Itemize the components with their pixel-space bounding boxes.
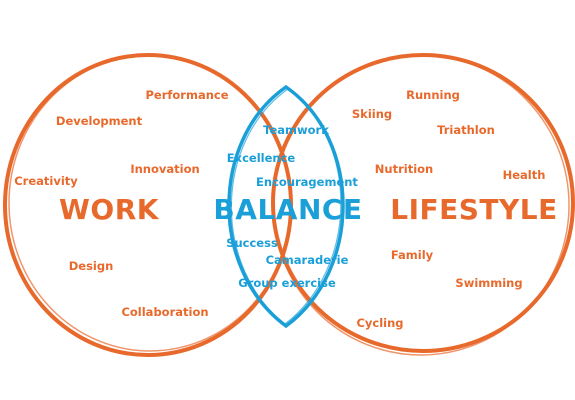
lifestyle-term-health: Health [502,168,546,182]
lifestyle-circle-sketch [272,54,570,356]
lifestyle-term-running: Running [406,88,460,102]
work-term-design: Design [68,259,114,273]
balance-heading: BALANCE [213,193,363,226]
balance-term-camaraderie: Camaraderie [265,253,349,267]
lifestyle-term-triathlon: Triathlon [437,123,495,137]
balance-lens [227,84,345,329]
balance-term-excellence: Excellence [226,151,296,165]
lifestyle-term-cycling: Cycling [356,316,404,330]
balance-term-teamwork: Teamwork [263,123,329,137]
work-term-performance: Performance [145,88,229,102]
work-term-development: Development [55,114,143,128]
lifestyle-term-family: Family [390,248,434,262]
balance-term-encouragement: Encouragement [256,175,358,189]
work-circle-sketch [8,54,292,352]
lifestyle-term-swimming: Swimming [455,276,523,290]
lifestyle-term-nutrition: Nutrition [374,162,434,176]
work-term-innovation: Innovation [130,162,200,176]
work-term-creativity: Creativity [14,174,78,188]
lifestyle-heading: LIFESTYLE [390,193,558,226]
balance-lens-sketch [230,88,342,325]
lifestyle-term-skiing: Skiing [351,107,393,121]
balance-term-group-exercise: Group exercise [238,276,336,290]
work-heading: WORK [59,193,159,226]
balance-term-success: Success [226,236,278,250]
work-term-collaboration: Collaboration [121,305,209,319]
